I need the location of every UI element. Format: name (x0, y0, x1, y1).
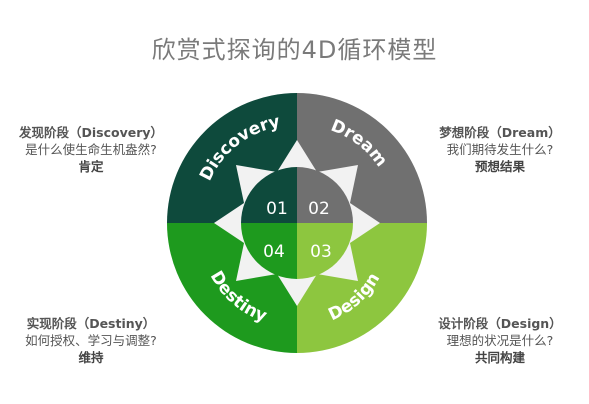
note-discovery-answer: 肯定 (78, 159, 104, 174)
page-title: 欣赏式探询的4D循环模型 (151, 36, 438, 64)
note-discovery-title: 发现阶段（Discovery） (18, 125, 164, 140)
note-discovery: 发现阶段（Discovery） 是什么使生命生机盎然? 肯定 (6, 124, 176, 175)
inner-quadrant-01 (241, 167, 297, 223)
note-design-question: 理想的状况是什么? (446, 333, 554, 348)
note-discovery-question: 是什么使生命生机盎然? (25, 142, 157, 157)
inner-quadrant-04 (241, 223, 297, 279)
inner-quadrant-02 (297, 167, 353, 223)
note-design-answer: 共同构建 (474, 350, 525, 365)
number-02: 02 (308, 199, 330, 219)
note-destiny-question: 如何授权、学习与调整? (25, 333, 157, 348)
note-destiny: 实现阶段（Destiny） 如何授权、学习与调整? 维持 (6, 315, 176, 366)
note-dream-question: 我们期待发生什么? (446, 142, 554, 157)
number-03: 03 (310, 242, 332, 262)
note-destiny-answer: 维持 (78, 350, 104, 365)
note-dream-title: 梦想阶段（Dream） (439, 125, 561, 140)
note-dream: 梦想阶段（Dream） 我们期待发生什么? 预想结果 (415, 124, 585, 175)
number-01: 01 (266, 199, 288, 219)
number-04: 04 (263, 242, 285, 262)
note-design-title: 设计阶段（Design） (438, 316, 562, 331)
note-dream-answer: 预想结果 (474, 159, 525, 174)
inner-quadrant-03 (297, 223, 353, 279)
note-design: 设计阶段（Design） 理想的状况是什么? 共同构建 (415, 315, 585, 366)
note-destiny-title: 实现阶段（Destiny） (26, 316, 156, 331)
